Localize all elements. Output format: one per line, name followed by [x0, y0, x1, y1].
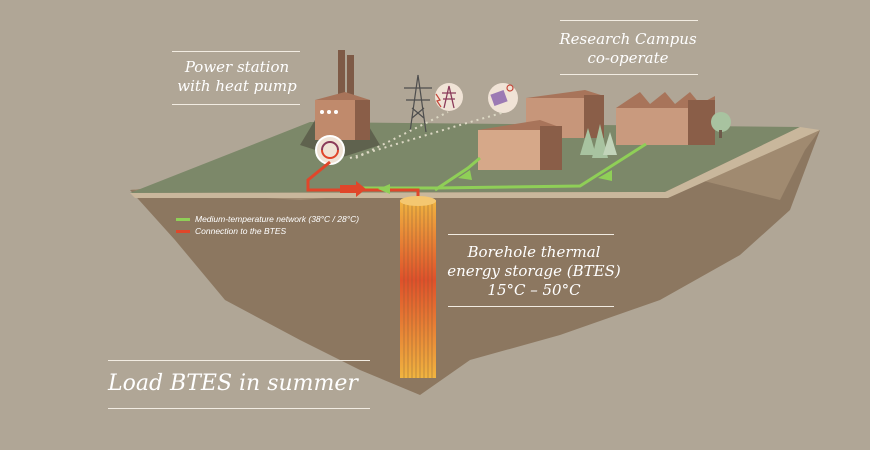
power-label-rule-bottom [172, 104, 300, 105]
campus-label-rule-top [560, 20, 698, 21]
legend-red-text: Connection to the BTES [195, 226, 287, 236]
campus-building-front [478, 120, 562, 170]
solar-panel-icon [488, 83, 518, 113]
title-rule-bottom [108, 408, 370, 409]
power-station [315, 50, 370, 140]
heat-pump-icon [315, 135, 345, 165]
electricity-pylon-icon [435, 83, 463, 111]
btes-boreholes [400, 196, 436, 378]
title-rule-top [108, 360, 370, 361]
electric-link-dotted-2 [355, 111, 449, 159]
legend-red: Connection to the BTES [176, 226, 286, 236]
campus-factory [616, 92, 715, 145]
btes-label-rule-top [448, 234, 614, 235]
trees [580, 112, 731, 158]
legend-green-text: Medium-temperature network (38°C / 28°C) [195, 214, 360, 224]
btes-label-rule-bottom [448, 306, 614, 307]
green-network-line [360, 142, 647, 192]
research-campus-label: Research Campus co-operate [559, 30, 697, 67]
legend-green-swatch [176, 217, 190, 221]
red-connection-line [306, 160, 420, 200]
legend-red-swatch [176, 229, 190, 233]
legend-green: Medium-temperature network (38°C / 28°C) [176, 214, 359, 224]
btes-label: Borehole thermal energy storage (BTES) 1… [447, 243, 621, 299]
flow-arrow-icon [340, 170, 612, 197]
diagram-title: Load BTES in summer [108, 371, 358, 396]
power-label-rule-top [172, 51, 300, 52]
power-station-label: Power station with heat pump [177, 58, 297, 95]
power-pylon-icon [404, 74, 432, 133]
electric-link-dotted [349, 111, 506, 159]
campus-label-rule-bottom [560, 74, 698, 75]
